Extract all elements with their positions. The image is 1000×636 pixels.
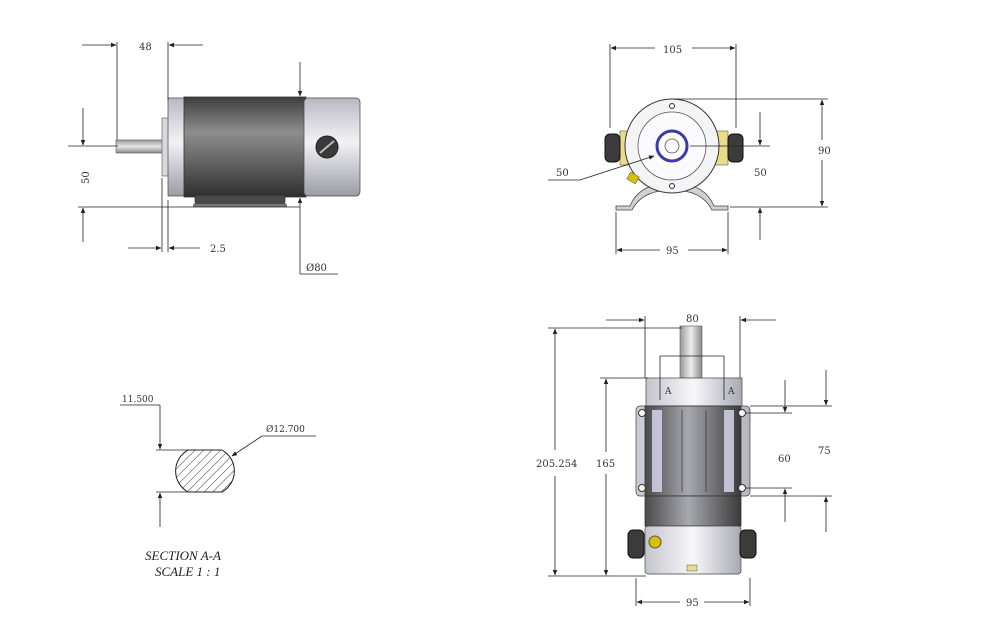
side-dim-height: 50 [68, 108, 300, 242]
section-hatch-shape [175, 449, 235, 493]
top-dim-base-width: 95 [635, 578, 751, 609]
front-dim-105-label: 105 [663, 45, 682, 56]
top-dim-body-length: 165 [596, 377, 648, 576]
front-dim-90-label: 90 [818, 146, 831, 157]
front-motor-body [604, 98, 744, 211]
section-dim-diameter: Ø12.700 [231, 424, 316, 457]
section-marker-left: A [664, 387, 672, 397]
section-view: 11.500 Ø12.700 SECTION A-A SCALE 1 : 1 [120, 395, 316, 579]
front-dim-50-left-label: 50 [556, 168, 569, 179]
top-dim-mount-outer: 75 [750, 370, 832, 532]
side-view: 48 50 2.5 Ø80 [68, 42, 361, 275]
side-dim-80-label: Ø80 [306, 263, 327, 274]
top-motor-body [627, 325, 757, 575]
side-dim-50-label: 50 [81, 171, 92, 184]
side-motor-body [115, 96, 361, 207]
side-dim-body-diameter: Ø80 [297, 62, 338, 275]
front-dim-50-right-label: 50 [754, 168, 767, 179]
top-dim-165-label: 165 [596, 459, 615, 470]
section-dim-flat: 11.500 [120, 395, 200, 527]
front-dim-inner-right: 50 [690, 112, 770, 240]
top-dim-shaft-width: 80 [606, 314, 776, 378]
side-dim-2-5-label: 2.5 [210, 244, 226, 255]
top-dim-80-label: 80 [686, 314, 699, 325]
top-dim-95-label: 95 [686, 598, 699, 609]
section-dim-11-500-label: 11.500 [122, 395, 154, 405]
section-marker-right: A [727, 387, 735, 397]
front-dim-height: 90 [674, 98, 831, 208]
side-dim-48-label: 48 [139, 42, 152, 53]
section-scale: SCALE 1 : 1 [155, 564, 220, 579]
front-dim-base-width: 95 [615, 212, 729, 257]
section-title: SECTION A-A [145, 548, 221, 563]
top-dim-205-254-label: 205.254 [536, 459, 577, 470]
top-dim-mount-spacing: 60 [746, 380, 792, 522]
top-dim-overall-length: 205.254 [536, 327, 682, 577]
side-dim-flange: 2.5 [128, 178, 226, 255]
front-dim-95-label: 95 [666, 246, 679, 257]
front-dim-top-width: 105 [609, 44, 737, 128]
front-dim-inner-left: 50 [548, 155, 655, 181]
front-view: 105 90 50 50 95 [548, 44, 831, 257]
section-dim-12-700-label: Ø12.700 [266, 424, 305, 435]
top-dim-75-label: 75 [818, 446, 831, 457]
top-dim-60-label: 60 [778, 454, 791, 465]
top-section-markers: A A [659, 355, 735, 400]
top-view: A A 80 205.254 165 [536, 314, 832, 609]
side-dim-shaft-length: 48 [82, 42, 203, 140]
